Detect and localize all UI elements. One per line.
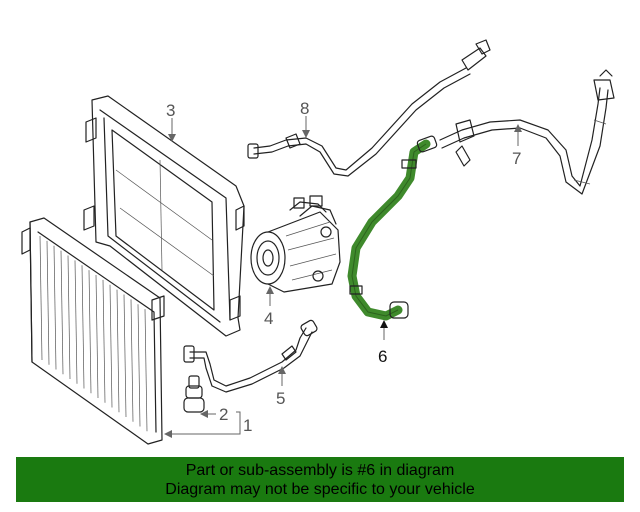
part-5-liquid-line <box>183 319 318 393</box>
condenser-fin <box>130 299 134 422</box>
condenser-fin <box>39 235 43 361</box>
part-1-condenser <box>21 217 165 445</box>
callout-3: 3 <box>166 101 175 120</box>
condenser-fin <box>67 255 71 380</box>
callout-5: 5 <box>276 389 285 408</box>
callout-8: 8 <box>300 99 309 118</box>
callout-2: 2 <box>219 405 228 424</box>
condenser-fin <box>60 250 64 375</box>
info-banner: Part or sub-assembly is #6 in diagram Di… <box>16 457 624 502</box>
ac-system-exploded-diagram: 1 2 3 4 5 6 7 8 <box>21 39 615 445</box>
part-2-pressure-switch <box>183 375 205 413</box>
part-7-suction-line <box>439 69 615 195</box>
part-3-fan-shroud <box>83 95 245 337</box>
condenser-fin <box>53 245 57 370</box>
banner-disclaimer-line: Diagram may not be specific to your vehi… <box>165 481 475 498</box>
hose-6-lower-fitting <box>389 301 409 319</box>
callout-labels: 1 2 3 4 5 6 7 8 <box>166 99 521 435</box>
part-8-refrigerant-line <box>247 39 491 177</box>
condenser-fin <box>123 294 127 418</box>
callout-leaders <box>164 116 522 438</box>
part-6-discharge-hose <box>347 135 438 321</box>
condenser-fin <box>74 260 78 384</box>
callout-1: 1 <box>243 416 252 435</box>
callout-4: 4 <box>264 309 273 328</box>
callout-7: 7 <box>512 149 521 168</box>
part-4-compressor <box>250 195 341 293</box>
banner-part-line: Part or sub-assembly is #6 in diagram <box>185 462 455 479</box>
condenser-fin <box>46 240 50 365</box>
condenser-fin <box>95 274 99 399</box>
callout-6: 6 <box>378 347 387 366</box>
condenser-fin <box>137 304 141 427</box>
condenser-fin <box>81 265 85 389</box>
hose-6-upper-fitting <box>416 135 438 153</box>
condenser-fin <box>109 284 113 408</box>
condenser-fin <box>144 309 148 432</box>
condenser-fin <box>116 289 120 413</box>
condenser-fin <box>102 279 106 403</box>
condenser-fin <box>88 270 92 394</box>
